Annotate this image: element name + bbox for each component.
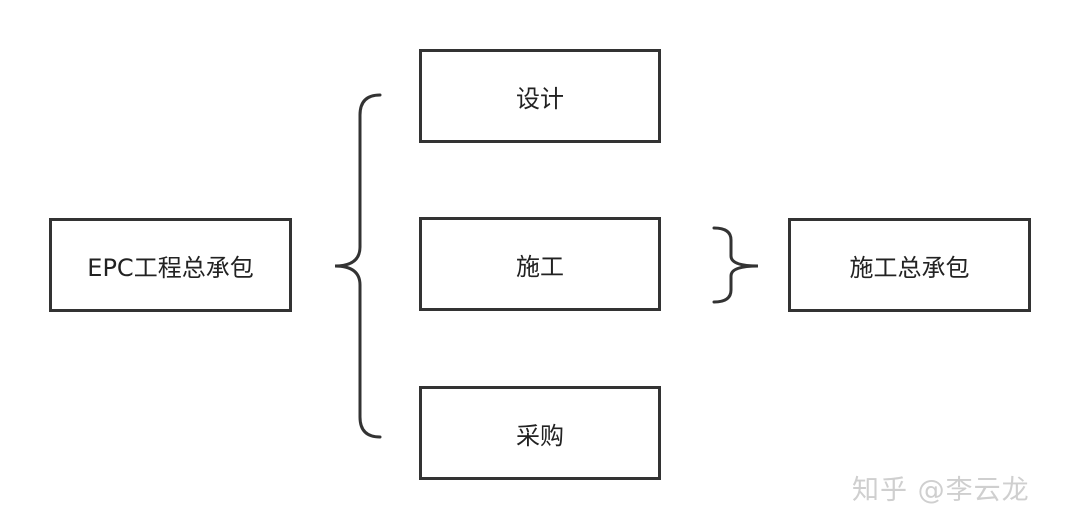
design-node-label: 设计 bbox=[516, 84, 564, 113]
construction-node-label: 施工 bbox=[516, 252, 564, 281]
epc-node-label: EPC工程总承包 bbox=[87, 253, 254, 282]
construction-general-contract-label: 施工总承包 bbox=[849, 253, 970, 282]
epc-node: EPC工程总承包 bbox=[49, 218, 292, 312]
construction-general-contract-node: 施工总承包 bbox=[788, 218, 1031, 312]
procurement-node-label: 采购 bbox=[516, 421, 564, 450]
watermark: 知乎 @李云龙 bbox=[852, 475, 1030, 506]
construction-node: 施工 bbox=[419, 217, 661, 311]
design-node: 设计 bbox=[419, 49, 661, 143]
large-brace bbox=[334, 93, 382, 439]
small-brace bbox=[712, 226, 759, 304]
procurement-node: 采购 bbox=[419, 386, 661, 480]
